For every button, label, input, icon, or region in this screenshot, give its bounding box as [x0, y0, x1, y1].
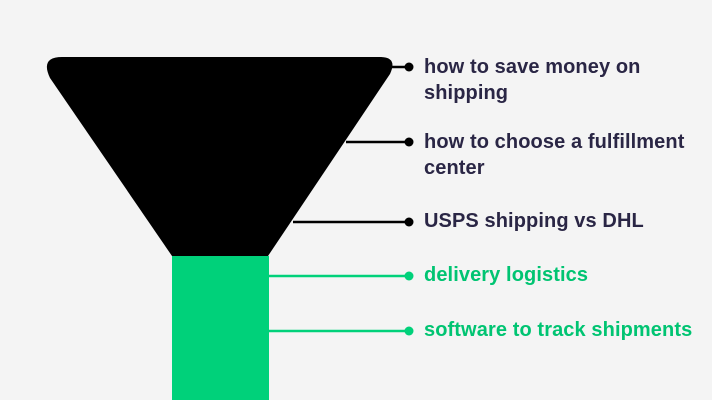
- funnel-label-5: software to track shipments: [424, 319, 693, 341]
- connector-dot-3: [404, 217, 414, 227]
- connector-dot-1: [404, 62, 414, 72]
- funnel-label-2: how to choose a fulfillment center: [424, 131, 685, 179]
- connector-dot-5: [404, 326, 414, 336]
- connector-dot-4: [404, 271, 414, 281]
- funnel-stem: [172, 256, 269, 400]
- funnel-cone: [46, 57, 393, 256]
- funnel-label-1: how to save money on shipping: [424, 56, 641, 104]
- funnel-label-3: USPS shipping vs DHL: [424, 210, 644, 232]
- connector-dot-2: [404, 137, 414, 147]
- funnel-label-4: delivery logistics: [424, 264, 589, 286]
